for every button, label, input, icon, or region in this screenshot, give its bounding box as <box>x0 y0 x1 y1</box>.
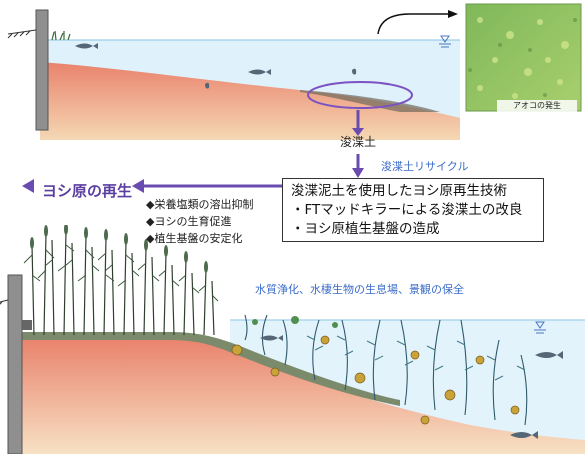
left-arrow <box>22 179 288 193</box>
benefit-item: ◆栄養塩類の溶出抑制 <box>146 198 254 211</box>
curved-arrow-head <box>448 10 458 18</box>
benefit-item: ◆ヨシの生育促進 <box>146 215 232 228</box>
lower-sediment <box>22 338 585 454</box>
algae-texture-dark <box>468 18 577 97</box>
curved-arrow <box>377 13 448 35</box>
upper-cross-section <box>7 3 582 140</box>
upper-fish-1 <box>75 43 98 49</box>
technology-box-line: ・ヨシ原植生基盤の造成 <box>291 221 440 237</box>
lower-vegetation-base <box>22 332 400 406</box>
ground-hatch-left <box>7 29 37 39</box>
reed-bed-regeneration-title: ヨシ原の再生 <box>42 182 133 200</box>
dredged-recycle-label: 浚渫土リサイクル <box>381 160 469 173</box>
upper-sediment <box>40 62 460 140</box>
aquatic-plants <box>231 314 563 439</box>
down-arrows <box>352 110 364 178</box>
water-level-mark <box>439 35 451 48</box>
benefit-item: ◆植生基盤の安定化 <box>146 232 243 245</box>
lower-fish-1 <box>535 351 563 359</box>
reeds <box>23 225 219 336</box>
upper-fish-2 <box>248 69 271 75</box>
lower-caption: 水質浄化、水棲生物の生息場、景観の保全 <box>255 283 464 296</box>
water-level-mark-lower <box>534 321 546 334</box>
technology-box-line: 浚渫泥土を使用したヨシ原再生技術 <box>291 183 507 199</box>
dredge-area-ellipse <box>307 81 413 109</box>
upper-wall <box>35 9 49 131</box>
lower-wall <box>7 274 23 454</box>
technology-box: 浚渫泥土を使用したヨシ原再生技術 ・FTマッドキラーによる浚渫土の改良 ・ヨシ原… <box>282 178 544 242</box>
algae-photo <box>465 3 582 112</box>
benefits-list: ◆栄養塩類の溶出抑制 ◆ヨシの生育促進 ◆植生基盤の安定化 <box>146 196 253 247</box>
algae-texture <box>477 17 569 99</box>
upper-fish-4 <box>205 82 210 89</box>
technology-box-line: ・FTマッドキラーによる浚渫土の改良 <box>291 202 523 218</box>
lower-wall-shadow <box>22 320 32 330</box>
upper-reeds <box>51 30 71 41</box>
ground-hatch-lower <box>0 299 9 305</box>
lower-fish-2 <box>510 431 538 439</box>
upper-fish-3 <box>352 68 357 75</box>
dredged-soil-label: 浚渫土 <box>340 135 377 149</box>
algae-photo-caption: アオコの発生 <box>497 100 577 112</box>
upper-mud-layer <box>300 90 440 112</box>
lower-fish-3 <box>260 335 283 341</box>
